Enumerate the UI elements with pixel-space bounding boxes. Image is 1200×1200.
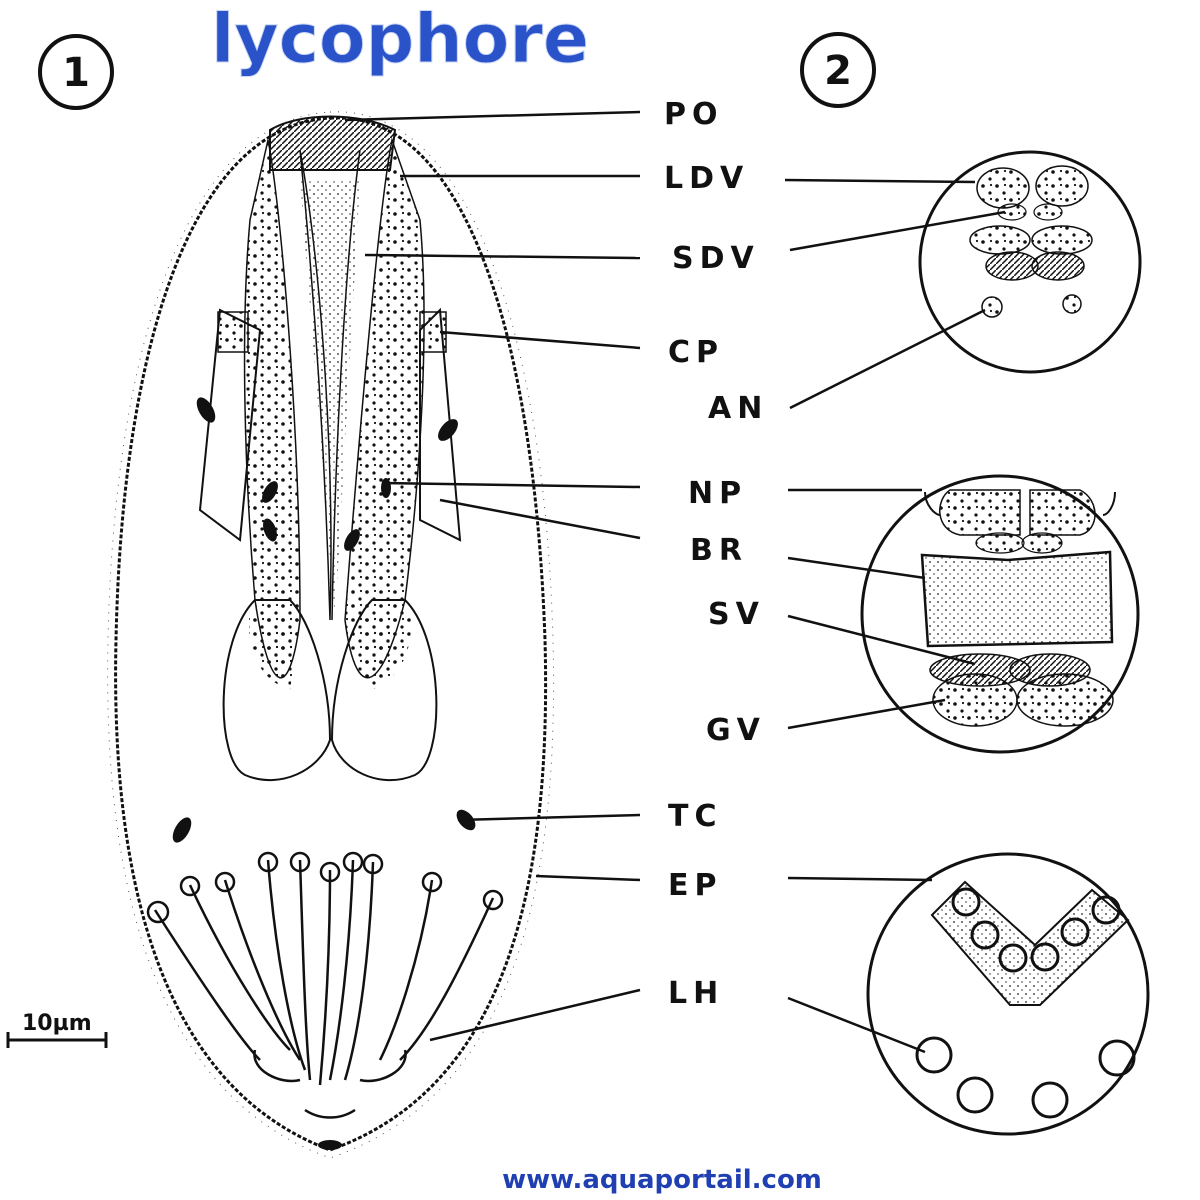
label-br: BR <box>690 533 748 568</box>
label-cp: CP <box>668 335 724 370</box>
cross-section-top <box>918 150 1142 374</box>
label-gv: GV <box>706 713 766 748</box>
svg-text:2: 2 <box>824 48 852 94</box>
cross-section-bottom <box>866 852 1150 1136</box>
website-url: www.aquaportail.com <box>502 1165 822 1195</box>
larva-body <box>107 111 555 1159</box>
svg-text:10µm: 10µm <box>22 1011 92 1036</box>
label-ldv: LDV <box>664 161 749 196</box>
title: lycophore <box>211 0 589 79</box>
leader-lines <box>344 110 1006 1054</box>
label-sv: SV <box>708 597 765 632</box>
label-po: PO <box>664 97 724 132</box>
svg-text:1: 1 <box>62 50 90 96</box>
label-an: AN <box>708 391 768 426</box>
scale-bar: 10µm <box>6 1011 108 1048</box>
cross-section-middle <box>860 474 1140 754</box>
label-np: NP <box>688 476 747 511</box>
figure-number-2: 2 <box>800 32 876 108</box>
figure-number-1: 1 <box>38 34 114 110</box>
label-tc: TC <box>668 799 722 834</box>
label-sdv: SDV <box>672 241 760 276</box>
label-lh: LH <box>668 976 724 1011</box>
label-ep: EP <box>668 868 722 903</box>
